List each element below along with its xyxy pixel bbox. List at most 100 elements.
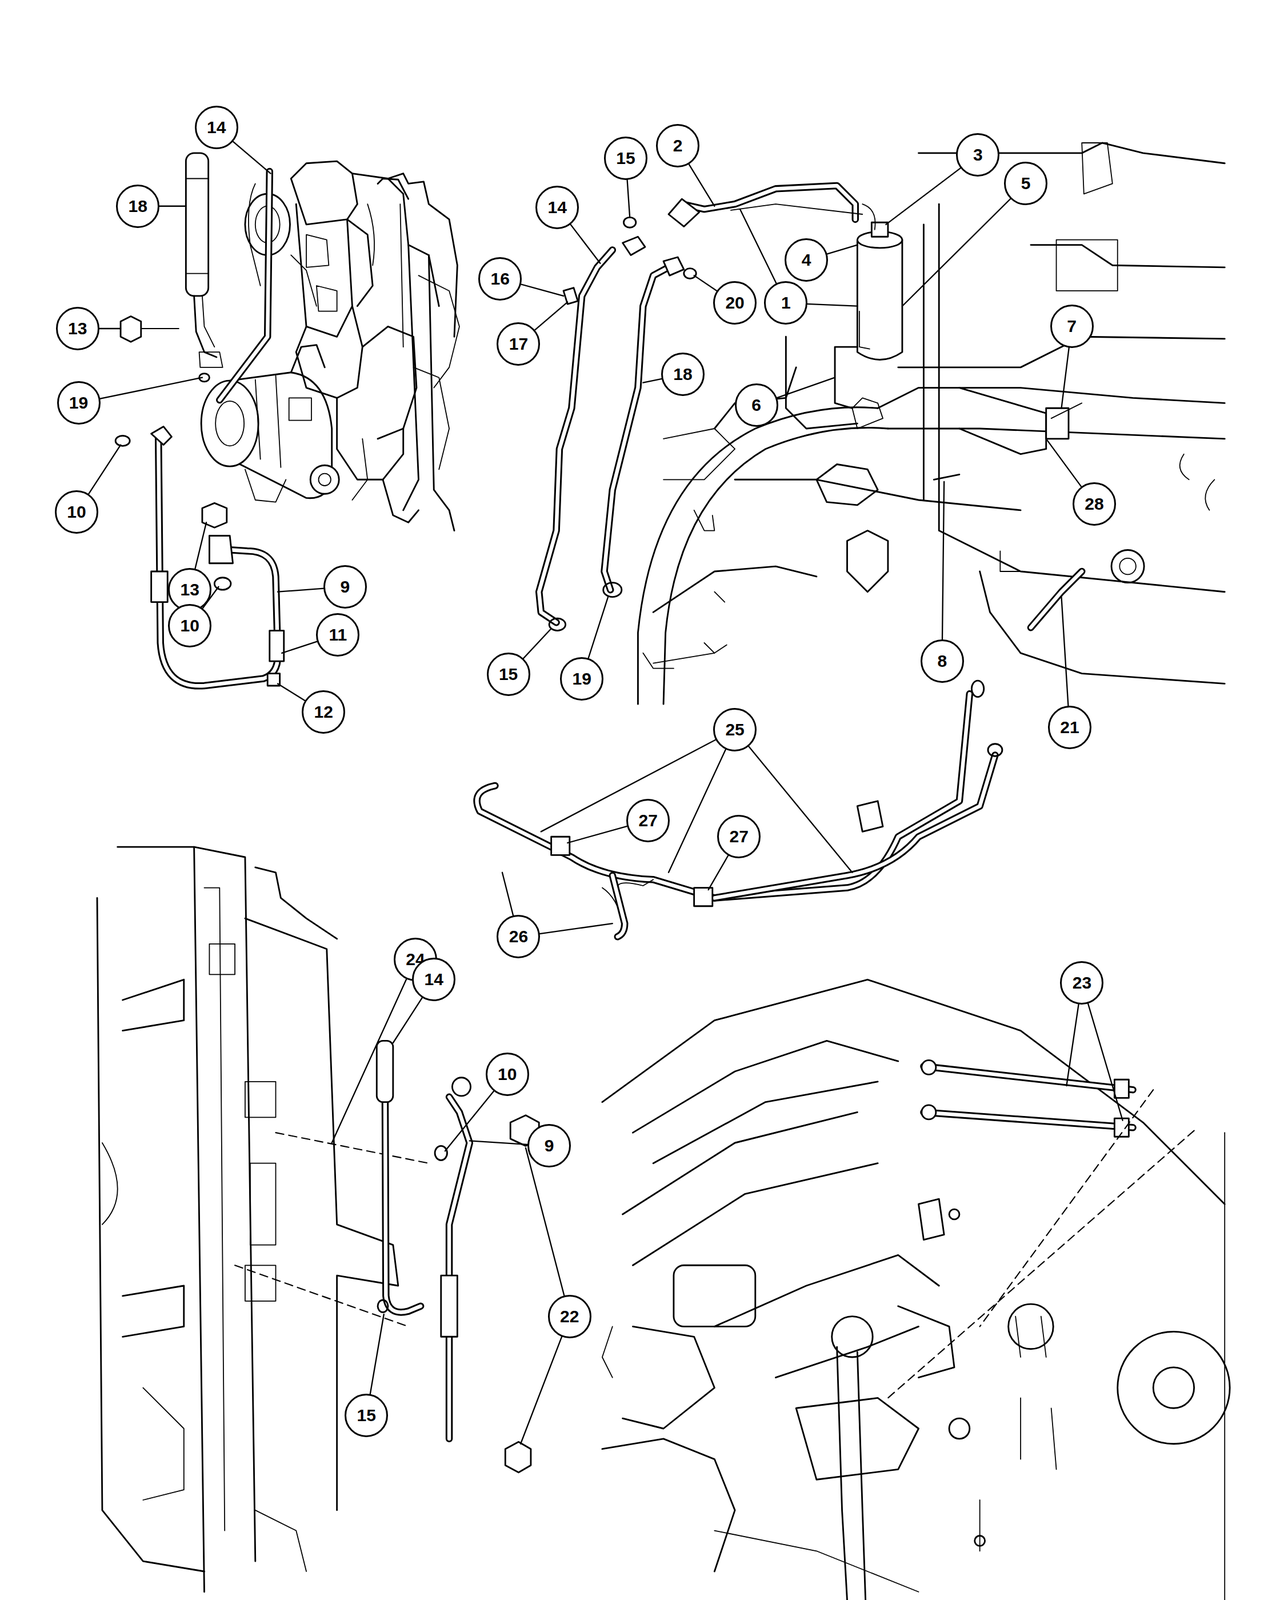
- bracket: [933, 474, 960, 480]
- callout-number: 11: [316, 613, 360, 657]
- engine-illustration: [362, 326, 417, 439]
- accumulator: [857, 240, 903, 360]
- compressor-illustration: [289, 397, 312, 420]
- engine-illustration: [382, 479, 419, 523]
- body-illustration: [1111, 550, 1144, 583]
- compressor-illustration: [245, 469, 286, 502]
- compressor-illustration: [201, 345, 339, 503]
- engine-compartment: [622, 1112, 858, 1215]
- engine-compartment: [857, 1352, 866, 1600]
- hose-assembly: [604, 267, 670, 590]
- radiator-illustration: [97, 846, 429, 1592]
- heater-hoses: [923, 1112, 1133, 1128]
- compressor-illustration: [290, 345, 325, 373]
- body-illustration: [816, 464, 878, 506]
- heater-tube-assembly: [988, 744, 1003, 756]
- body-illustration: [734, 479, 1021, 511]
- engine-compartment: [949, 1418, 970, 1439]
- condenser-lines: [505, 1441, 531, 1473]
- radiator-illustration: [209, 944, 235, 975]
- radiator-illustration: [102, 1142, 118, 1225]
- leader-line: [525, 1148, 570, 1317]
- accumulator: [862, 204, 875, 230]
- engine-compartment: [602, 1438, 735, 1572]
- engine-illustration: [245, 161, 460, 531]
- refrigerant-line: [681, 185, 856, 220]
- callout-number: 16: [478, 257, 522, 301]
- heater-hoses: [888, 1130, 1195, 1399]
- radiator-illustration: [204, 888, 226, 1531]
- hose-assembly: [623, 217, 636, 228]
- engine-compartment: [918, 1198, 945, 1240]
- heater-tube-assembly: [714, 754, 995, 898]
- heater-hoses: [980, 1089, 1154, 1327]
- engine-illustration: [347, 219, 374, 307]
- callout-number: 14: [535, 185, 579, 230]
- radiator-illustration: [250, 1163, 276, 1246]
- refrigerant-line: [668, 185, 863, 227]
- radiator-illustration: [255, 867, 338, 939]
- engine-compartment: [602, 1326, 613, 1378]
- compressor-illustration: [215, 401, 244, 447]
- callout-number: 27: [717, 814, 761, 859]
- discharge-hose: [219, 171, 270, 400]
- callout-number: 7: [1050, 304, 1094, 348]
- heater-hoses: [1114, 1079, 1129, 1098]
- radiator-illustration: [245, 1081, 276, 1118]
- hose-assembly: [563, 288, 578, 305]
- callout-number: 14: [194, 105, 239, 150]
- callout-number: 20: [713, 281, 757, 325]
- callout-number: 1: [764, 281, 808, 325]
- engine-compartment: [622, 1326, 715, 1429]
- accumulator: [859, 311, 870, 350]
- engine-compartment: [653, 1081, 878, 1164]
- engine-illustration: [400, 204, 403, 347]
- callout-number: 4: [784, 238, 828, 282]
- heater-tube-assembly: [612, 875, 625, 937]
- engine-illustration: [296, 204, 352, 337]
- radiator-illustration: [245, 918, 399, 1511]
- callout-number: 27: [626, 798, 670, 843]
- engine-compartment: [602, 979, 1230, 1600]
- engine-illustration: [367, 204, 375, 266]
- discharge-hose: [219, 171, 270, 400]
- condenser-lines: [376, 1040, 539, 1472]
- engine-compartment: [979, 1500, 981, 1551]
- callout-number: 19: [57, 381, 101, 425]
- callout-number: 5: [1004, 161, 1048, 206]
- engine-compartment: [602, 979, 1225, 1204]
- callout-number: 15: [604, 136, 648, 180]
- body-illustration: [1119, 558, 1136, 575]
- engine-compartment: [796, 1397, 919, 1480]
- engine-illustration: [316, 285, 338, 312]
- bracket: [933, 388, 1082, 480]
- radiator-illustration: [117, 846, 205, 1592]
- callout-number: 2: [656, 124, 700, 168]
- leader-line: [902, 183, 1026, 306]
- body-illustration: [714, 592, 725, 603]
- callout-number: 10: [485, 1052, 530, 1096]
- suction-hose: [185, 153, 223, 368]
- engine-compartment: [949, 1209, 960, 1220]
- callout-number: 9: [527, 1124, 571, 1168]
- engine-illustration: [388, 173, 458, 338]
- heater-tube-assembly: [477, 680, 1003, 937]
- leader-line: [76, 127, 1123, 1444]
- fastener-symbol: [120, 316, 142, 343]
- suction-hose: [185, 178, 208, 180]
- condenser-lines: [441, 1275, 458, 1337]
- heater-hose: [1030, 571, 1082, 628]
- callout-number: 17: [496, 322, 540, 366]
- engine-illustration: [337, 397, 404, 480]
- liquid-line: [151, 571, 168, 603]
- engine-illustration: [306, 234, 329, 268]
- heater-hoses: [921, 1105, 936, 1120]
- engine-compartment: [714, 1530, 919, 1592]
- radiator-illustration: [97, 897, 205, 1572]
- heater-tube-assembly: [477, 693, 970, 898]
- engine-compartment: [974, 1536, 986, 1547]
- suction-hose: [202, 296, 215, 347]
- callout-number: 19: [560, 657, 604, 701]
- hose-assembly: [684, 268, 696, 279]
- callout-number: 10: [54, 490, 99, 534]
